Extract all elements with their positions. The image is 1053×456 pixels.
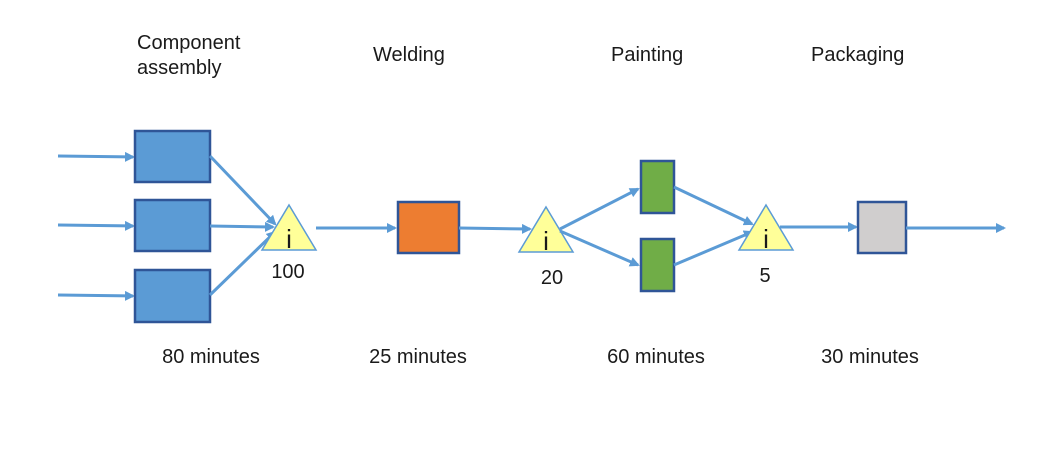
inventory-quantity-1: 100 [271,261,305,283]
time-label-painting: 60 minutes [607,346,705,368]
inventory-triangle-3 [737,203,795,251]
inventory-symbol-1: i [286,224,292,254]
stage-title-packaging-line1: Packaging [811,44,905,66]
packaging-box [856,200,908,255]
inventory-symbol-2: i [543,226,549,256]
stage-title-painting: Painting [611,43,683,68]
stage-title-painting-line1: Painting [611,44,684,66]
arrow-to-inventory-2 [458,223,532,234]
stage-title-assembly-line1: Component [137,32,241,54]
assembly-box-3 [133,268,212,324]
inventory-triangle-1 [260,203,318,251]
input-arrow-3 [57,290,135,301]
input-arrow-1 [57,151,135,162]
arrow-to-painting-2 [559,229,640,267]
painting-box-1 [639,159,676,215]
stage-title-welding: Welding [373,43,445,68]
assembly-merge-arrow-2 [209,221,275,232]
inventory-symbol-3: i [763,224,769,254]
assembly-merge-arrow-3 [208,230,277,297]
stage-title-assembly-line2: assembly [137,57,222,79]
inventory-quantity-3: 5 [759,265,771,287]
inventory-triangle-2 [517,205,575,253]
welding-box [396,200,461,255]
painting-box-2 [639,237,676,293]
painting-merge-arrow-2 [673,230,754,267]
assembly-box-1 [133,129,212,184]
time-label-welding: 25 minutes [369,346,467,368]
inventory-quantity-2: 20 [540,267,564,289]
time-label-assembly: 80 minutes [162,346,260,368]
stage-title-assembly: Component assembly [137,31,240,81]
stage-title-welding-line1: Welding [373,44,445,66]
time-label-packaging: 30 minutes [821,346,919,368]
painting-merge-arrow-1 [673,185,754,226]
input-arrow-2 [57,220,135,231]
assembly-box-2 [133,198,212,253]
assembly-merge-arrow-1 [208,154,277,226]
stage-title-packaging: Packaging [811,43,904,68]
arrow-to-painting-1 [559,187,640,231]
